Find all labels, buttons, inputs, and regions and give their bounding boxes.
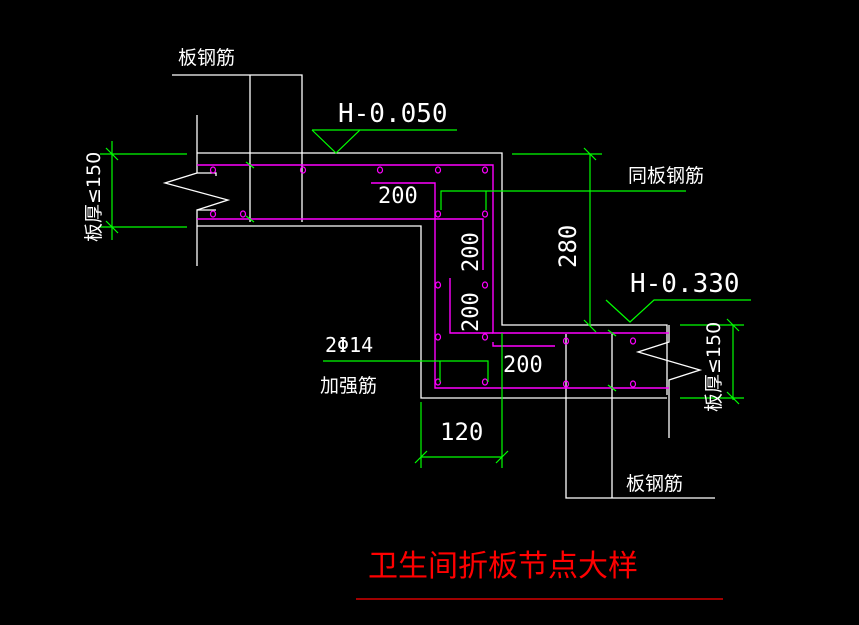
slab-rebar-label-top: 板钢筋: [178, 47, 235, 69]
rebar-dot: [434, 210, 442, 218]
dimension-lines: [100, 129, 751, 468]
rebar-dot: [562, 380, 570, 388]
rebar-lines: [197, 164, 669, 389]
dim-wall-width: 120: [440, 418, 483, 446]
reinforcement-spec: 2Φ14: [325, 333, 373, 357]
rebar-dot: [562, 337, 570, 345]
rebar-dot: [629, 337, 637, 345]
dim-bottom-anchor: 200: [503, 353, 543, 378]
rebar-dot: [434, 333, 442, 341]
slab-thickness-right: 板厚≤150: [703, 322, 725, 412]
rebar-dot: [239, 210, 247, 218]
drawing-title: 卫生间折板节点大样: [368, 549, 638, 584]
rebar-dot: [376, 166, 384, 174]
rebar-dot: [481, 333, 489, 341]
elevation-lower: H-0.330: [630, 269, 740, 299]
dim-vertical-anchor-upper: 200: [459, 232, 484, 272]
rebar-dot: [209, 210, 217, 218]
dim-top-anchor: 200: [378, 184, 418, 209]
slab-rebar-label-bottom: 板钢筋: [626, 473, 683, 495]
rebar-dot: [299, 166, 307, 174]
concrete-outline: [162, 74, 715, 499]
rebar-dot: [629, 380, 637, 388]
slab-thickness-left: 板厚≤150: [83, 152, 105, 242]
rebar-dot: [481, 378, 489, 386]
dim-drop-height: 280: [554, 225, 582, 268]
rebar-dot: [209, 166, 217, 174]
elevation-upper: H-0.050: [338, 99, 448, 129]
same-as-slab-rebar-label: 同板钢筋: [628, 165, 704, 187]
rebar-dot: [481, 210, 489, 218]
rebar-dots: [209, 166, 637, 388]
rebar-dot: [481, 166, 489, 174]
rebar-dot: [434, 166, 442, 174]
rebar-dot: [434, 281, 442, 289]
dim-vertical-anchor-lower: 200: [459, 292, 484, 332]
reinforcement-label: 加强筋: [320, 375, 377, 397]
rebar-dot: [481, 281, 489, 289]
